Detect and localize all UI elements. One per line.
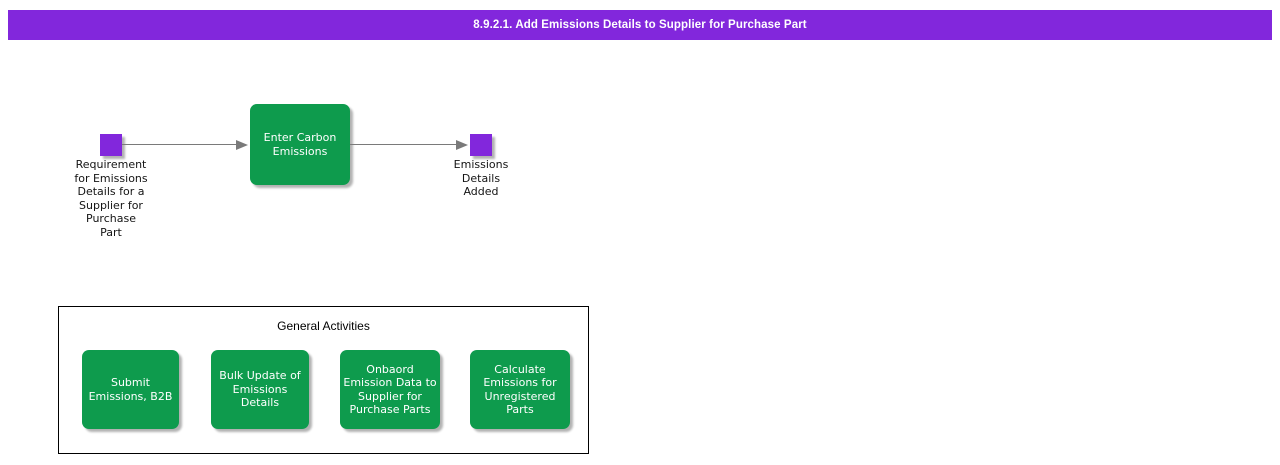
diagram-title-banner: 8.9.2.1. Add Emissions Details to Suppli… — [8, 10, 1272, 40]
diagram-title: 8.9.2.1. Add Emissions Details to Suppli… — [473, 19, 807, 31]
flow-connector-line-1 — [122, 144, 236, 145]
connector-arrowhead-icon — [456, 140, 468, 150]
general-activities-title: General Activities — [277, 319, 370, 333]
end-event-label: Emissions Details Added — [453, 158, 509, 198]
start-event-label: Requirement for Emissions Details for a … — [74, 158, 148, 239]
start-event-marker — [100, 134, 122, 156]
activity-onboard-emission-data-to-supplier[interactable]: Onbaord Emission Data to Supplier for Pu… — [340, 350, 440, 429]
activity-submit-emissions-b2b[interactable]: Submit Emissions, B2B — [82, 350, 179, 429]
activity-calculate-emissions-for-unregistered-parts[interactable]: Calculate Emissions for Unregistered Par… — [470, 350, 570, 429]
task-enter-carbon-emissions[interactable]: Enter Carbon Emissions — [250, 104, 350, 185]
end-event-marker — [470, 134, 492, 156]
flow-connector-line-2 — [350, 144, 456, 145]
general-activities-panel: General Activities Submit Emissions, B2B… — [58, 306, 589, 454]
connector-arrowhead-icon — [236, 140, 248, 150]
activity-bulk-update-of-emissions-details[interactable]: Bulk Update of Emissions Details — [211, 350, 309, 429]
